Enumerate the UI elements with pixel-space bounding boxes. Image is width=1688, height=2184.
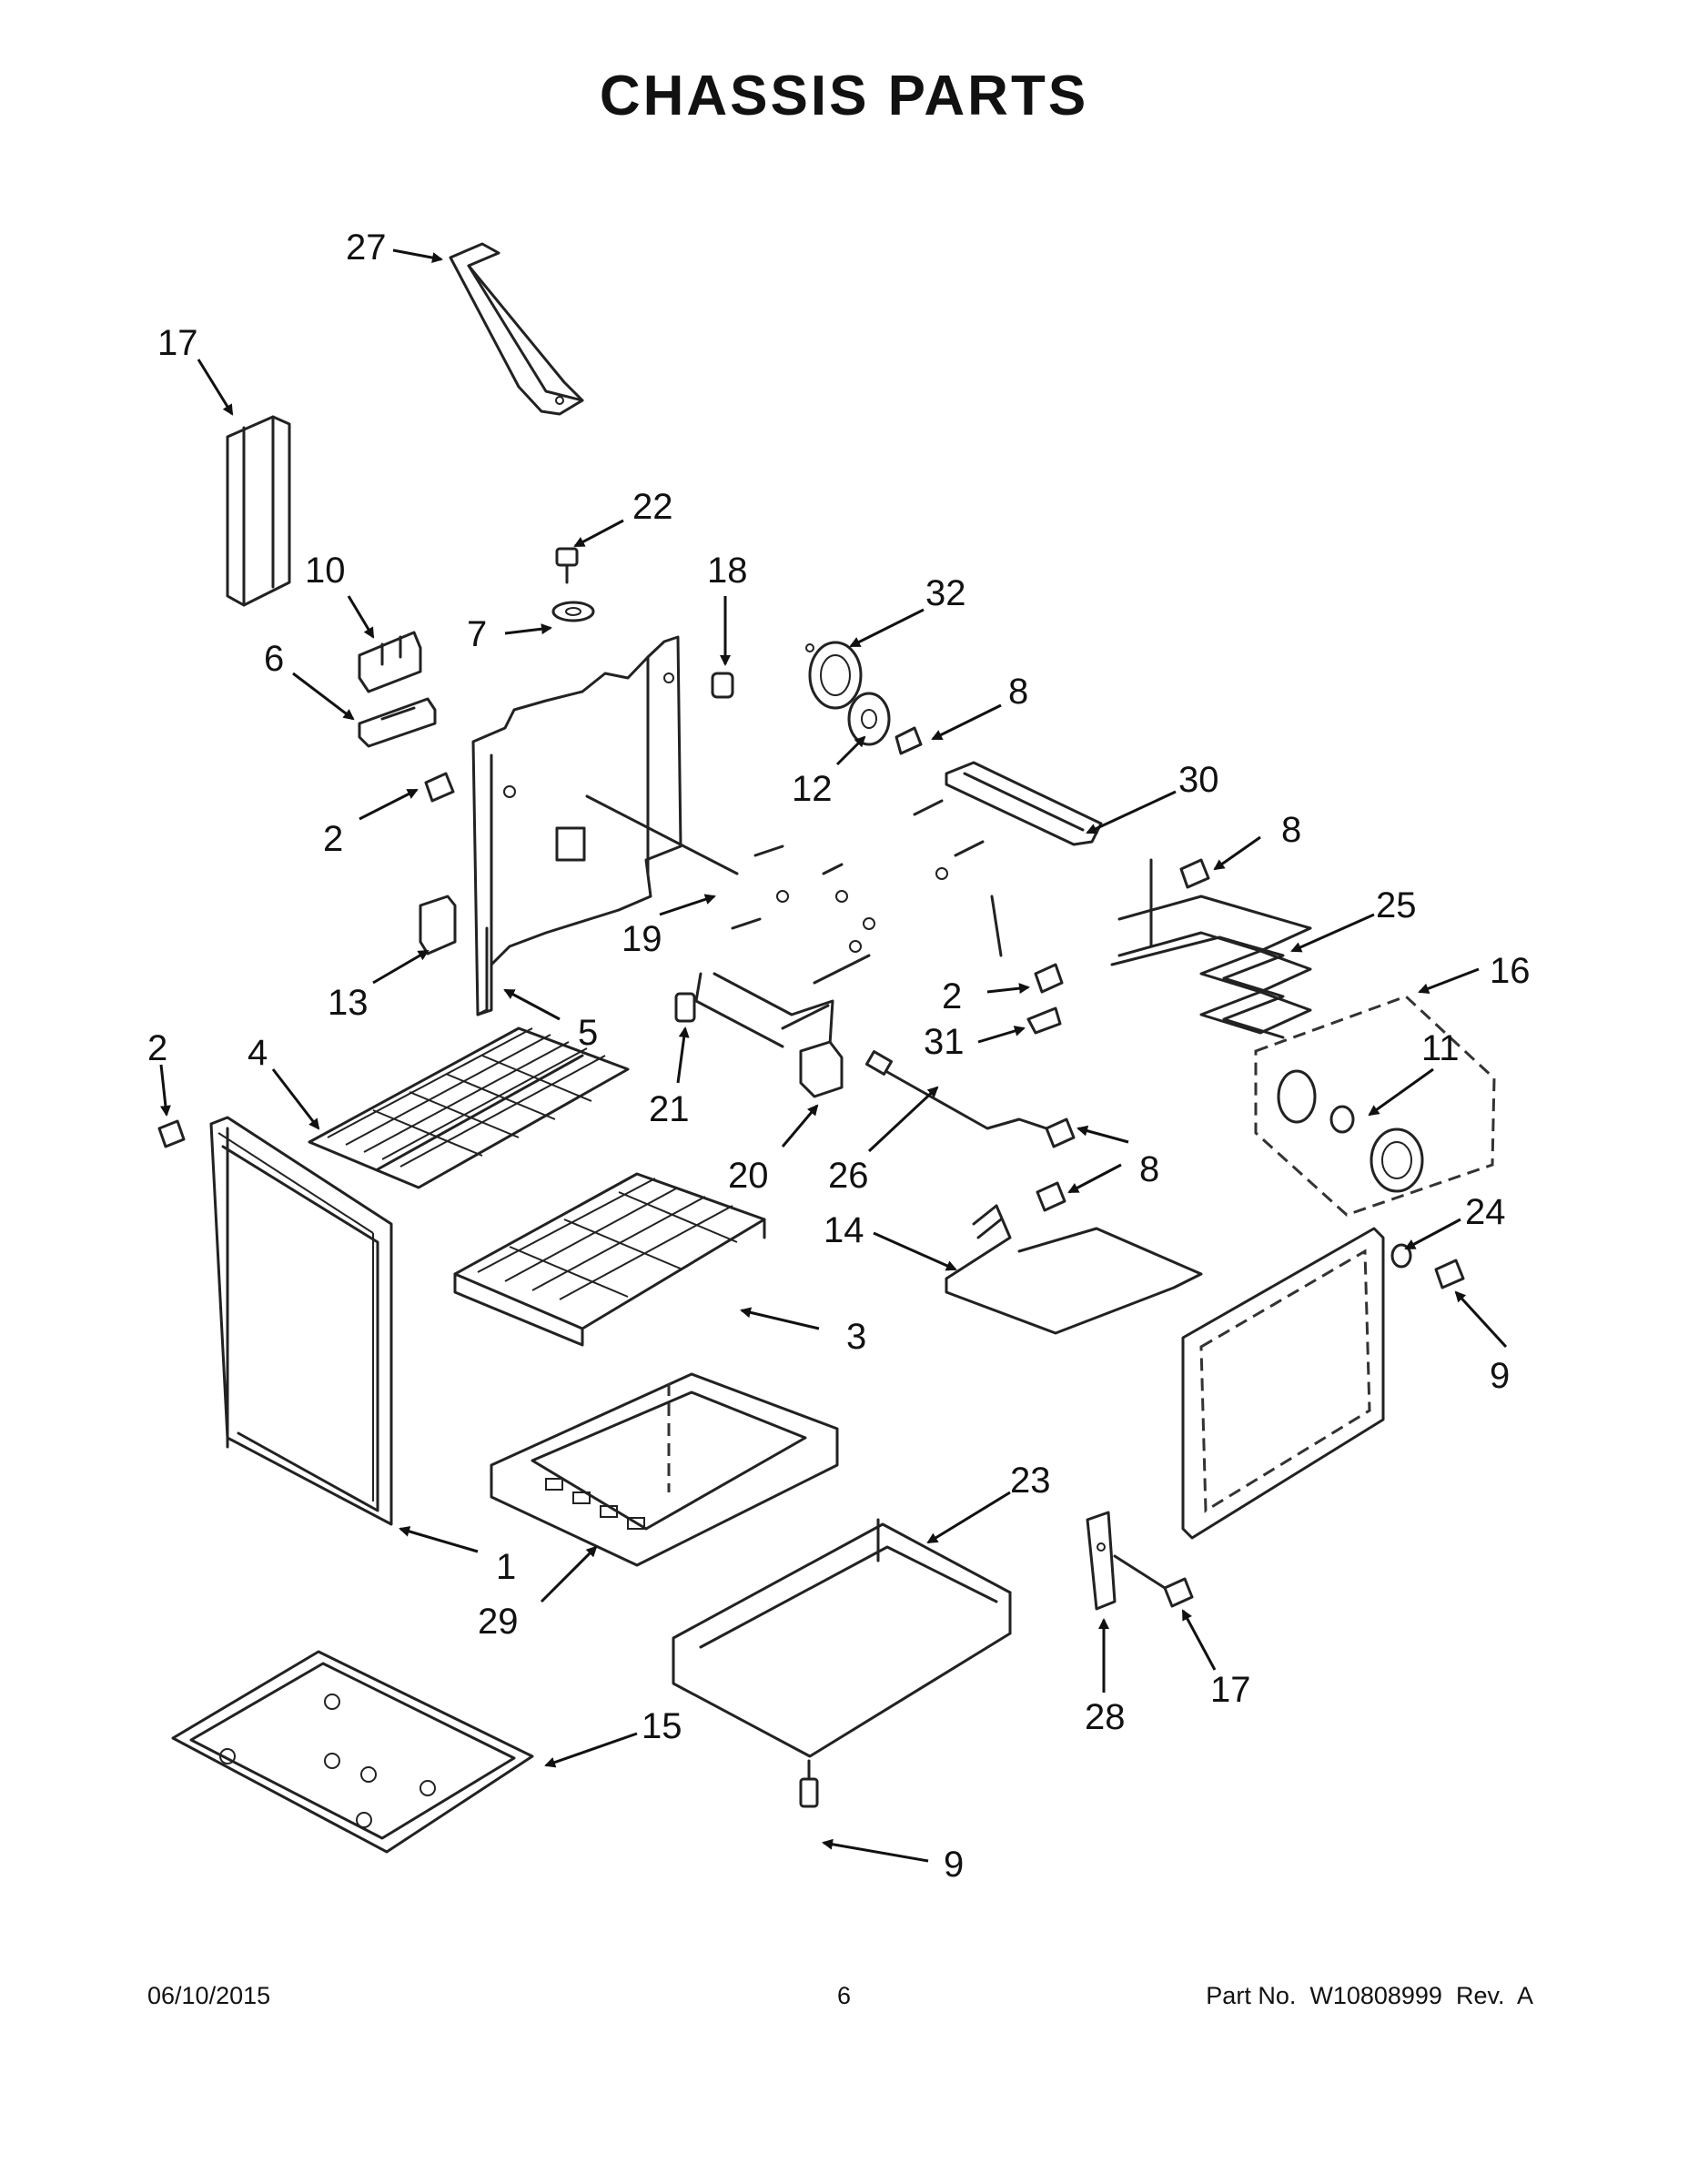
callout-2: 2	[942, 976, 962, 1016]
callout-15: 15	[642, 1706, 682, 1746]
part-11-bulb	[1277, 1069, 1424, 1193]
part-31-clip	[1026, 1006, 1062, 1035]
callout-18: 18	[707, 551, 748, 591]
part-27-bracket	[449, 242, 584, 416]
callout-17: 17	[1210, 1670, 1251, 1710]
callout-13: 13	[328, 983, 369, 1023]
part-rack-frame	[694, 799, 1003, 1076]
part-26-probe	[864, 1050, 1048, 1130]
part-9-screw-b	[799, 1759, 819, 1808]
callout-24: 24	[1465, 1192, 1506, 1232]
part-8-screw-a	[895, 726, 923, 755]
footer-part-number: Part No. W10808999 Rev. A	[1206, 1982, 1533, 2009]
callout-4: 4	[248, 1033, 268, 1073]
callout-2: 2	[323, 819, 343, 859]
part-24-spacer	[1390, 1243, 1412, 1269]
callout-11: 11	[1421, 1028, 1460, 1068]
part-8-screw-c	[1045, 1117, 1076, 1148]
part-19-rear-panel	[471, 635, 739, 1016]
callout-6: 6	[264, 639, 284, 679]
part-25-element	[1110, 858, 1312, 1039]
callout-labels: 27 17 22 18 10 7 32 6 8 12 30 2 8 25 19 …	[147, 228, 1531, 1885]
part-6-strip	[358, 697, 437, 748]
callout-21: 21	[649, 1089, 690, 1129]
part-15-bottom-pan	[171, 1650, 534, 1854]
page-title: CHASSIS PARTS	[599, 65, 1089, 127]
part-20-valve	[799, 1040, 844, 1098]
part-8-screw-d	[1036, 1181, 1066, 1212]
callout-10: 10	[305, 551, 346, 591]
part-4-rack	[308, 1026, 630, 1189]
part-9-screw-a	[1434, 1259, 1465, 1289]
callout-7: 7	[467, 614, 487, 654]
callout-20: 20	[728, 1156, 769, 1196]
callout-12: 12	[792, 769, 833, 809]
part-18-plug	[711, 672, 734, 699]
part-8-screw-b	[1179, 858, 1210, 889]
callout-8: 8	[1281, 810, 1301, 850]
part-29-tray	[490, 1372, 839, 1567]
callout-22: 22	[632, 487, 673, 527]
callout-8: 8	[1139, 1149, 1159, 1189]
part-2-screw-c	[1034, 963, 1064, 994]
callout-27: 27	[346, 228, 387, 268]
part-17-side-channel	[226, 415, 291, 607]
leader-lines	[159, 248, 1508, 1863]
footer-date: 06/10/2015	[147, 1982, 271, 2009]
part-right-side-panel	[1181, 1227, 1385, 1540]
part-28-bracket	[1086, 1511, 1117, 1611]
callout-9: 9	[1490, 1356, 1510, 1396]
part-3-pan-rack	[453, 1172, 766, 1347]
part-2-screw-a	[157, 1119, 186, 1148]
callout-29: 29	[478, 1602, 519, 1642]
callout-32: 32	[925, 573, 966, 613]
callout-5: 5	[578, 1013, 598, 1053]
callout-28: 28	[1085, 1697, 1126, 1737]
part-14-bake-element	[945, 1204, 1203, 1335]
part-2-screw-b	[424, 772, 455, 803]
part-30-rail	[945, 761, 1103, 846]
part-32-fan	[805, 641, 863, 710]
part-16-light-kit	[1254, 995, 1496, 1217]
callout-30: 30	[1178, 760, 1219, 800]
callout-19: 19	[622, 919, 662, 959]
callout-23: 23	[1010, 1461, 1051, 1501]
callout-9: 9	[944, 1845, 964, 1885]
footer-page-number: 6	[836, 1982, 852, 2009]
callout-26: 26	[828, 1156, 869, 1196]
callout-2: 2	[147, 1028, 167, 1068]
callout-8: 8	[1008, 672, 1028, 712]
part-13-block	[419, 895, 457, 956]
part-17-screw	[1113, 1554, 1194, 1608]
part-23-drawer	[672, 1518, 1012, 1758]
callout-3: 3	[846, 1317, 866, 1357]
part-12-disc	[847, 692, 891, 746]
callout-31: 31	[924, 1022, 965, 1062]
callout-17: 17	[157, 323, 198, 363]
part-10-clip	[358, 631, 422, 693]
callout-1: 1	[496, 1547, 516, 1587]
part-1-side-panel	[209, 1116, 393, 1526]
callout-16: 16	[1490, 951, 1531, 991]
part-21-bolt	[674, 992, 696, 1023]
part-5-support	[476, 926, 489, 1016]
part-22-screw	[555, 547, 579, 584]
callout-25: 25	[1376, 885, 1417, 925]
part-7-bracket	[551, 601, 595, 622]
callout-14: 14	[824, 1210, 864, 1250]
